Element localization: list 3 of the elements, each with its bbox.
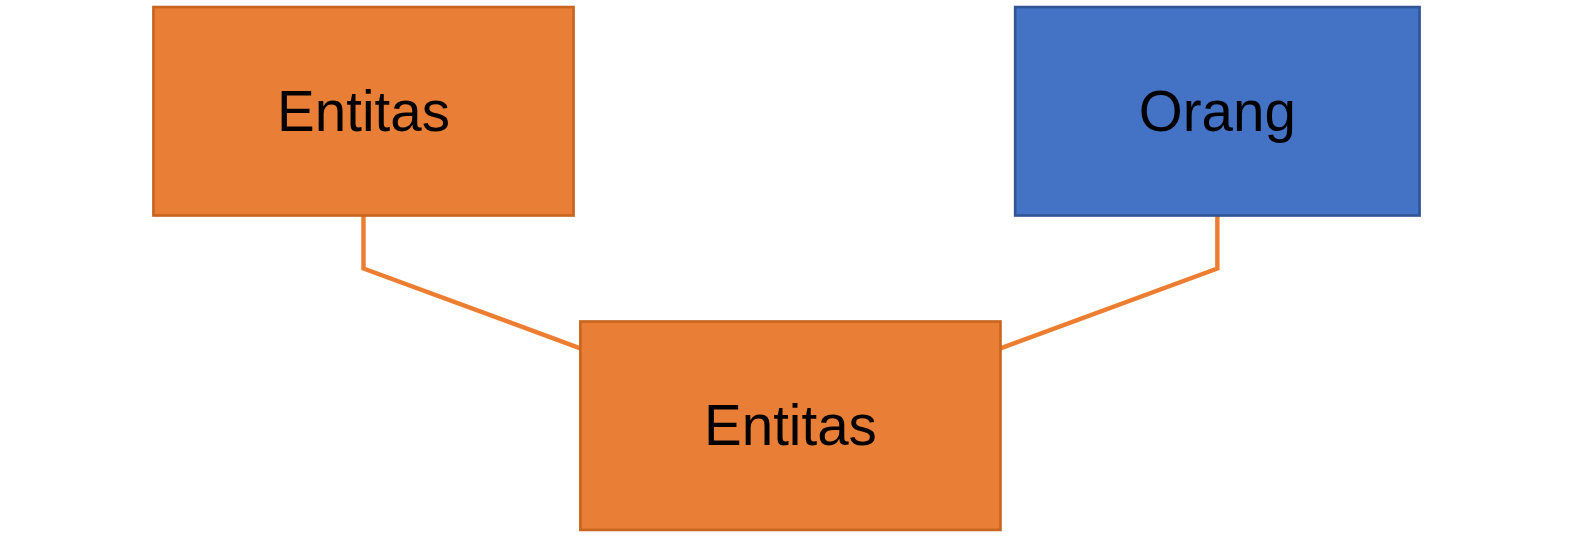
node-box: Orang	[1013, 5, 1421, 217]
node-box: Entitas	[579, 320, 1002, 532]
node-box: Entitas	[152, 5, 575, 217]
